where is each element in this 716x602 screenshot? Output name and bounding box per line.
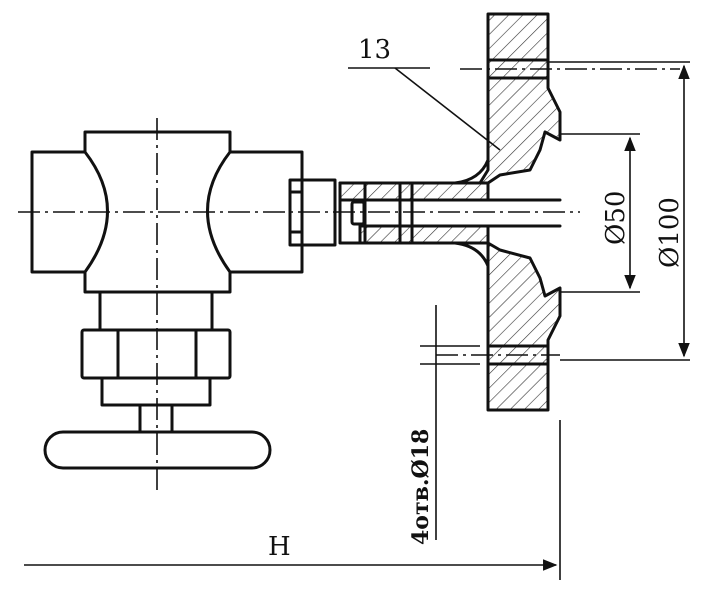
dimension-dia-outer: Ø100 [655,197,685,268]
holes-annotation: 4отв.Ø18 [408,429,434,545]
valve-body [30,130,337,294]
dimension-lines [24,61,690,580]
dimension-dia-inner: Ø50 [601,191,631,245]
center-lines [18,68,680,490]
valve-stem-assembly [43,290,272,470]
part-number-label: 13 [358,35,391,65]
dimension-length-h: H [268,532,291,562]
flange-section [338,12,562,412]
